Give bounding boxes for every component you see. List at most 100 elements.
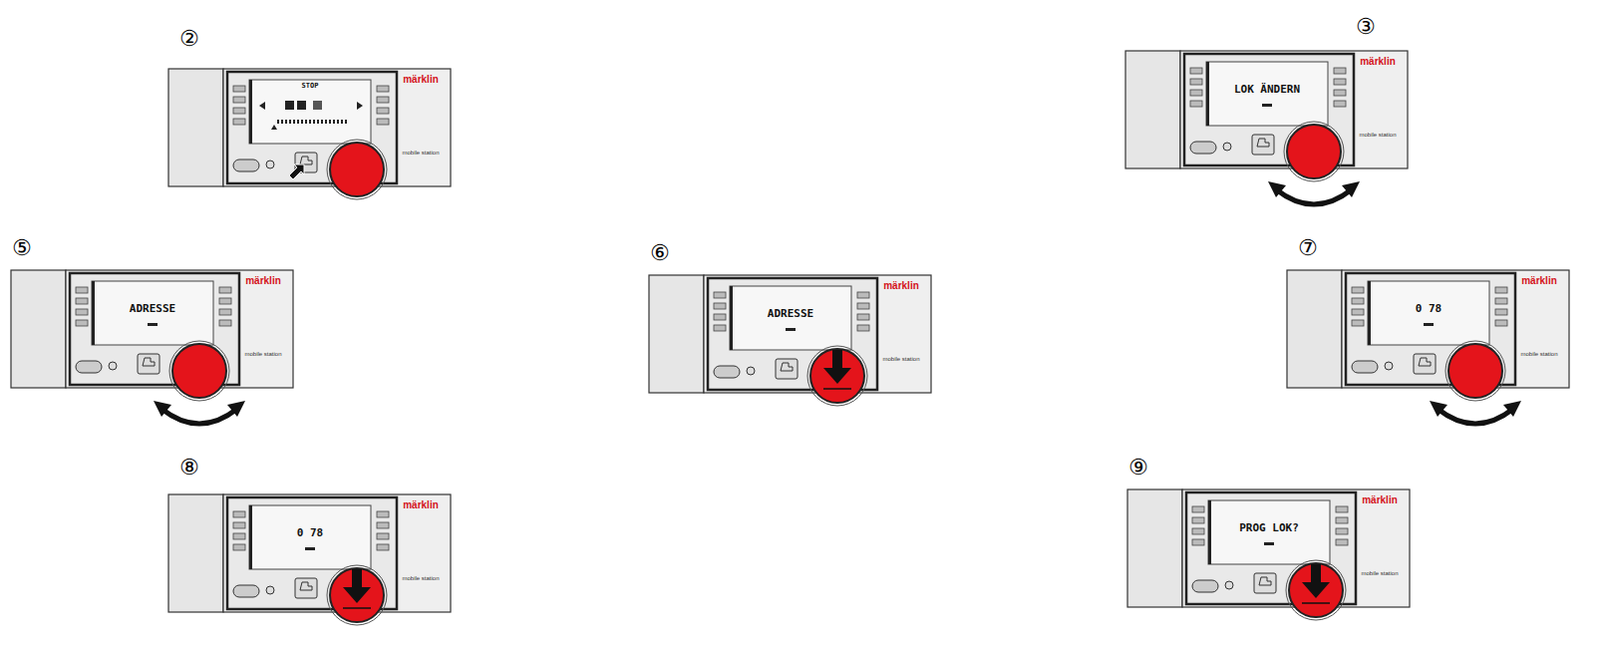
display-text: STOP xyxy=(302,81,320,90)
callout-number: ⑦ xyxy=(1297,237,1318,260)
model-name: mobile station xyxy=(882,355,920,362)
function-button xyxy=(233,533,246,540)
control-knob xyxy=(810,348,865,403)
control-knob xyxy=(329,142,384,197)
function-button xyxy=(1333,67,1346,74)
display xyxy=(249,505,371,570)
callout-number: ⑧ xyxy=(179,456,200,479)
function-button xyxy=(857,314,870,320)
knob-ring xyxy=(326,139,387,200)
pointer-arrow xyxy=(289,164,305,180)
function-button xyxy=(219,298,232,305)
press-mark xyxy=(1301,602,1330,605)
press-arrowhead xyxy=(823,367,852,384)
function-button xyxy=(1192,506,1205,513)
speed-bar xyxy=(301,119,304,124)
led xyxy=(1384,361,1393,370)
brand-logo: märklin xyxy=(1359,55,1396,67)
model-name: mobile station xyxy=(401,575,439,582)
mobile-station: ADRESSEmärklinmobile station xyxy=(647,274,933,394)
display-cursor xyxy=(1264,542,1275,546)
function-button xyxy=(1351,309,1364,316)
turn-arrow xyxy=(161,408,238,424)
function-button xyxy=(1333,89,1346,96)
device-drawing xyxy=(167,493,452,645)
function-button xyxy=(1495,309,1508,316)
function-button xyxy=(1335,539,1348,546)
function-button xyxy=(1190,67,1203,74)
function-button xyxy=(1190,100,1203,107)
function-button xyxy=(75,320,88,326)
control-knob xyxy=(329,568,384,623)
function-button xyxy=(1335,528,1348,535)
control-knob xyxy=(1286,124,1341,179)
grip-panel xyxy=(1125,50,1181,169)
function-button xyxy=(376,522,389,529)
stop-button xyxy=(233,585,260,598)
model-name: mobile station xyxy=(1520,350,1558,357)
function-button xyxy=(219,320,232,326)
press-mark xyxy=(823,387,852,390)
speed-bar xyxy=(313,119,316,124)
mobile-station: 0 78märklinmobile station xyxy=(167,493,452,614)
control-knob xyxy=(172,343,227,398)
function-button xyxy=(75,309,88,316)
function-button xyxy=(1333,100,1346,107)
function-button xyxy=(376,96,389,103)
display-edge xyxy=(1206,61,1210,126)
function-button xyxy=(713,324,726,331)
loco-button xyxy=(295,578,318,599)
callout-number: ⑨ xyxy=(1128,456,1149,479)
model-name: mobile station xyxy=(1360,570,1398,577)
speed-bar xyxy=(305,119,308,124)
model-name: mobile station xyxy=(401,149,439,156)
mobile-station: ADRESSEmärklinmobile station xyxy=(9,269,295,389)
knob-ring xyxy=(807,345,868,406)
cursor-mark xyxy=(271,124,278,130)
display xyxy=(1208,500,1330,565)
display-edge xyxy=(729,286,733,350)
function-button xyxy=(219,287,232,294)
function-button xyxy=(1190,78,1203,85)
callout-number: ③ xyxy=(1355,15,1376,38)
control-knob xyxy=(1288,563,1343,618)
brand-logo: märklin xyxy=(402,73,439,85)
turn-arrow xyxy=(1437,408,1514,424)
loco-icon xyxy=(300,582,313,591)
function-button xyxy=(233,85,246,92)
function-button xyxy=(713,292,726,299)
function-button xyxy=(1192,528,1205,535)
display-digit xyxy=(313,100,322,110)
brand-logo: märklin xyxy=(402,499,439,511)
display xyxy=(1206,61,1328,126)
loco-icon xyxy=(300,156,313,165)
control-knob xyxy=(1448,343,1503,398)
function-button xyxy=(1190,89,1203,96)
led xyxy=(1225,581,1234,590)
function-button xyxy=(1335,506,1348,513)
stop-button xyxy=(233,159,260,172)
function-button xyxy=(1495,298,1508,305)
display-cursor xyxy=(1423,322,1434,326)
display xyxy=(729,286,852,350)
loco-button xyxy=(1413,353,1436,374)
speed-bar xyxy=(340,119,343,124)
loco-button xyxy=(775,358,798,379)
model-name: mobile station xyxy=(1358,131,1396,138)
speed-bar xyxy=(344,119,347,124)
brand-logo: märklin xyxy=(1361,494,1398,506)
led xyxy=(746,366,755,375)
stop-button xyxy=(1192,580,1219,593)
function-button xyxy=(1351,298,1364,305)
function-button xyxy=(1192,539,1205,546)
loco-button xyxy=(137,353,160,374)
stop-button xyxy=(1190,141,1217,154)
turn-arrow xyxy=(1276,189,1352,205)
speed-bar xyxy=(289,119,292,124)
stop-button xyxy=(1351,360,1378,373)
function-button xyxy=(376,118,389,125)
display-digit xyxy=(297,100,307,110)
grip-panel xyxy=(1127,489,1183,608)
function-button xyxy=(75,298,88,305)
speed-bar xyxy=(293,119,296,124)
